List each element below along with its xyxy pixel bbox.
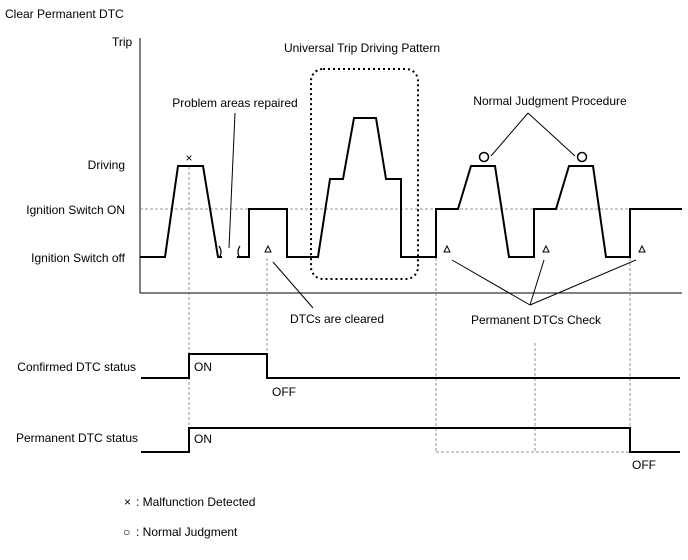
level-label-ignition-off: Ignition Switch off xyxy=(31,251,125,265)
normal-judgment-circle-icon xyxy=(478,151,490,163)
problem-repaired-leader xyxy=(228,112,236,249)
universal-trip-box xyxy=(310,68,419,280)
confirmed-dtc-status-label: Confirmed DTC status xyxy=(17,360,136,374)
vertical-guides xyxy=(188,167,631,453)
confirmed-off-label: OFF xyxy=(272,385,296,399)
break-mark-left xyxy=(218,245,222,259)
level-label-driving: Driving xyxy=(88,158,125,172)
permanent-check-triangle-icon xyxy=(443,244,451,253)
normal-judgment-circle-icon xyxy=(576,151,588,163)
permanent-check-triangle-icon xyxy=(638,244,646,253)
confirmed-dtc-status-waveform xyxy=(141,353,680,379)
level-label-ignition-on: Ignition Switch ON xyxy=(26,203,125,217)
y-axis-label: Trip xyxy=(112,35,133,49)
malfunction-cross-icon: × xyxy=(185,151,192,165)
normal-judgment-leader-2 xyxy=(527,112,576,157)
legend: × : Malfunction Detected ○ : Normal Judg… xyxy=(123,495,255,539)
normal-judgment-procedure-label: Normal Judgment Procedure xyxy=(473,94,627,108)
legend-normal-judgment-text: : Normal Judgment xyxy=(136,525,238,539)
legend-circle-icon: ○ xyxy=(123,525,130,539)
normal-judgment-leader-1 xyxy=(490,112,529,157)
permanent-check-leader-3 xyxy=(529,259,637,306)
confirmed-on-label: ON xyxy=(194,360,212,374)
waveform-segment-2 xyxy=(237,117,682,258)
legend-malfunction-text: : Malfunction Detected xyxy=(136,495,255,509)
permanent-on-label: ON xyxy=(194,432,212,446)
waveform-segment-1 xyxy=(140,165,222,258)
dtcs-cleared-leader xyxy=(272,261,314,309)
permanent-dtcs-check-label: Permanent DTCs Check xyxy=(471,313,602,327)
permanent-check-triangle-icon xyxy=(542,244,550,253)
permanent-dtc-status-label: Permanent DTC status xyxy=(16,431,138,445)
permanent-check-leader-1 xyxy=(451,259,531,306)
permanent-off-label: OFF xyxy=(632,458,656,472)
dtcs-cleared-label: DTCs are cleared xyxy=(290,312,384,326)
trip-waveform xyxy=(140,117,682,259)
universal-trip-label: Universal Trip Driving Pattern xyxy=(284,41,440,55)
legend-cross-icon: × xyxy=(124,495,131,509)
dtc-cleared-triangle-icon xyxy=(264,244,272,253)
permanent-dtc-status-waveform xyxy=(141,427,680,453)
diagram-title: Clear Permanent DTC xyxy=(5,7,124,21)
problem-repaired-label: Problem areas repaired xyxy=(172,96,297,110)
permanent-check-leader-2 xyxy=(529,259,545,306)
